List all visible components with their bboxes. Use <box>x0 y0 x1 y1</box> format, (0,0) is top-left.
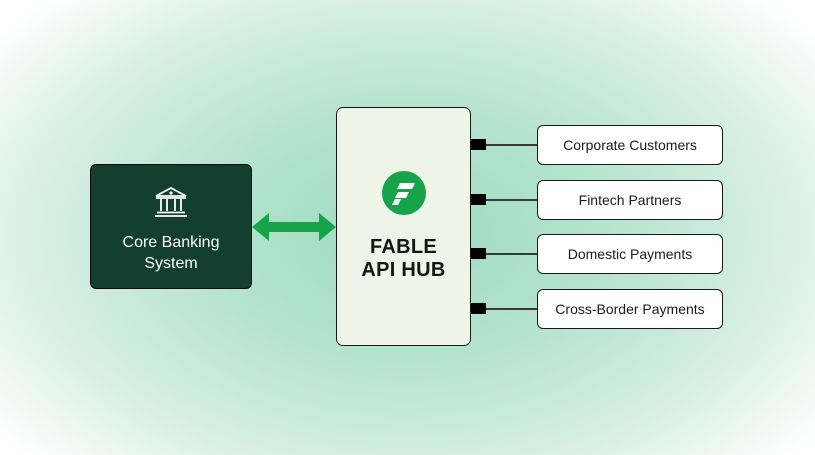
connector-port <box>471 139 486 150</box>
core-banking-label-line2: System <box>144 255 198 272</box>
endpoint-label: Cross-Border Payments <box>555 301 705 317</box>
connector-line <box>486 144 538 146</box>
core-banking-label: Core Banking System <box>91 232 251 274</box>
endpoint-node: Corporate Customers <box>537 125 723 165</box>
endpoint-node: Domestic Payments <box>537 234 723 274</box>
core-banking-system-box: Core Banking System <box>90 164 252 289</box>
connector-line <box>486 253 538 255</box>
connector-port <box>471 248 486 259</box>
connector-port <box>471 303 486 314</box>
endpoint-node: Cross-Border Payments <box>537 289 723 329</box>
connector-port <box>471 194 486 205</box>
hub-title-line2: API HUB <box>361 259 446 281</box>
hub-title-line1: FABLE <box>369 236 438 258</box>
endpoint-label: Fintech Partners <box>578 192 682 208</box>
endpoint-label: Domestic Payments <box>567 246 693 262</box>
bidirectional-arrow <box>252 213 336 241</box>
core-banking-label-line1: Core Banking <box>122 234 220 251</box>
endpoint-label: Corporate Customers <box>563 137 697 153</box>
connector-line <box>486 199 538 201</box>
hub-title: FABLE API HUB <box>337 236 470 282</box>
endpoint-node: Fintech Partners <box>537 180 723 220</box>
fable-logo-icon <box>382 171 426 215</box>
fable-api-hub-box: FABLE API HUB <box>336 107 471 346</box>
connector-line <box>486 308 538 310</box>
bank-icon <box>155 186 187 217</box>
